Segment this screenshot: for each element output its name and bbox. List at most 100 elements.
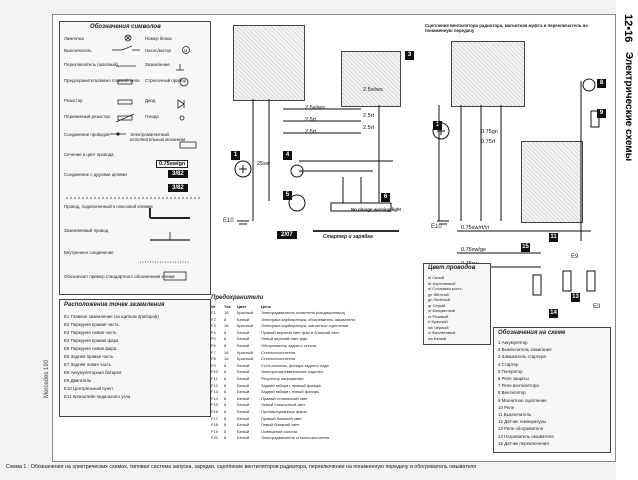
component-item: 7 Реле вентилятора [498, 383, 539, 389]
fuse-current: 8 [224, 369, 227, 375]
legend-item: Обозначает пример стандартного обозначен… [64, 274, 175, 279]
wire-label: 2.5rt [305, 117, 317, 123]
fuse-current: 8 [224, 428, 227, 434]
fuse-nr: F9 [211, 362, 216, 368]
fuse-color: Белый [237, 409, 250, 414]
fuse-color: Красный [237, 310, 254, 315]
ground-label: E10 [223, 218, 234, 224]
wire-label: 2.5vi/ws [363, 87, 383, 93]
fuse-current: 8 [224, 402, 227, 408]
ground-item: E3 Передняя левая часть [64, 330, 117, 335]
component-item: 6 Реле защиты [498, 376, 529, 381]
component-item: 12 Датчик температуры [498, 419, 547, 425]
connection-tag: 3/82 [168, 170, 188, 178]
fuse-color: Белый [237, 389, 250, 395]
fuse-circuit: Электрика карбюратора, обогреватель омыв… [261, 316, 355, 322]
fuse-nr: F3 [211, 323, 216, 329]
fuse-nr: F15 [211, 402, 218, 408]
fuse-current: 8 [224, 343, 227, 348]
fuse-color: Белый [237, 336, 250, 342]
legend-item: Выключатель [64, 48, 92, 53]
legend-item: Соединение проводов [64, 132, 110, 137]
warning-label: No charge warning light [351, 207, 402, 212]
fuse-header-current: Ток [224, 304, 231, 309]
legend-item: Гнездо [145, 114, 159, 119]
fuse-header: Ток [224, 304, 231, 309]
legend-item: Предохранитель/звено плавкой цепи [64, 78, 140, 83]
circuit-wiring [432, 78, 600, 296]
relay-block [451, 41, 525, 107]
fuse-color: Белый [237, 316, 250, 322]
fuse-color: Белый [237, 402, 250, 408]
fuse-current: 8 [224, 409, 227, 414]
component-number: 14 [549, 309, 558, 318]
ground-item: E7 Задняя левая часть [64, 362, 112, 367]
component-number: 4 [283, 151, 292, 160]
wire-color-item: bl Синий [428, 275, 445, 280]
fuse-color: Белый [237, 422, 250, 428]
starter-relay-block [341, 51, 401, 107]
fuse-color: Белый [237, 435, 250, 441]
fuse-circuit: Обогреватель заднего стекла [261, 343, 317, 348]
wire-color-item: ge Жёлтый [428, 291, 449, 297]
component-number: 11 [549, 233, 558, 242]
legend-item: Переключатель (шаговый) [64, 62, 118, 67]
wire-spec-example: 0.75sw/gn [156, 160, 189, 168]
fuse-color: Белый [237, 369, 250, 375]
connection-tag: 3/82 [168, 184, 188, 192]
section-number: 12•16 [622, 14, 634, 43]
section-title: Электрические схемы [623, 52, 634, 162]
legend-item: Электромагнитный исполнительный механизм [130, 132, 186, 143]
fuse-color: Белый [237, 382, 250, 388]
fuse-nr: F5 [211, 336, 216, 342]
connection-tag: 2/07 [277, 231, 297, 239]
fuse-color: Красный [237, 323, 254, 329]
legend-item: Стрелочный прибор [145, 78, 187, 83]
fuse-nr: F1 [211, 310, 216, 315]
ignition-switch-block [233, 25, 305, 101]
fuse-nr: F10 [211, 369, 218, 375]
fuse-circuit: Противотуманные фары [261, 409, 307, 414]
fuse-header: Цвет [237, 304, 246, 309]
side-caption: Mercedes 190 [44, 359, 50, 398]
fuse-nr: F7 [211, 349, 216, 355]
fuse-nr: F6 [211, 343, 216, 348]
fuse-nr: F12 [211, 382, 218, 388]
fuse-circuit: Электродвигатель стеклоочистителя [261, 435, 330, 441]
legend-item: Внутреннее соединение [64, 250, 114, 255]
legend-item: Заземляемый провод [64, 228, 109, 233]
component-number: 1 [433, 121, 442, 130]
fuse-circuit: Левый стояночный свет [261, 402, 306, 408]
fuse-nr: F2 [211, 316, 216, 322]
fuse-nr: F8 [211, 356, 216, 362]
legend-item: Переменный резистор [64, 114, 110, 119]
fuse-nr: F11 [211, 376, 218, 381]
fuse-current: 8 [224, 415, 227, 421]
legend-item: Сечение и цвет провода [64, 152, 114, 157]
ground-locations: Расположение точек заземления E1 Главное… [59, 299, 211, 417]
legend-symbols: M [66, 34, 200, 281]
fuse-circuit: Левый ближний свет [261, 422, 300, 428]
fuse-color: Белый [237, 415, 250, 421]
fuse-header: Цепь [261, 304, 271, 309]
component-item: 2 Выключатель зажигания [498, 347, 552, 353]
component-item: 13 Реле обогревателя [498, 426, 544, 432]
fuse-header: Nr [211, 304, 215, 309]
ground-item: E2 Передняя правая часть [64, 322, 119, 327]
wire-label: 0.75sw/ge [461, 247, 487, 253]
fuse-current: 16 [224, 310, 229, 315]
fuse-circuit: Электрика карбюратора, магнитное сцеплен… [261, 323, 349, 329]
fuse-current: 8 [224, 329, 227, 335]
wire-color-item: rs Розовый [428, 313, 449, 319]
fuse-circuit: Стоп-сигналы, фонари заднего хода [261, 362, 329, 368]
fuse-circuit: Задний габарит, левый фонарь [261, 389, 320, 395]
circuit-wiring [234, 99, 399, 232]
component-item: 10 Реле [498, 404, 515, 410]
ground-item: E11 Кронштейн педального узла [64, 394, 131, 399]
fuse-current: 8 [224, 336, 227, 342]
fuse-header-circuit: Цепь [261, 304, 272, 309]
wire-label: 2.5rt [363, 125, 375, 131]
component-number: 1 [231, 151, 240, 160]
fuse-color: Белый [237, 343, 250, 348]
